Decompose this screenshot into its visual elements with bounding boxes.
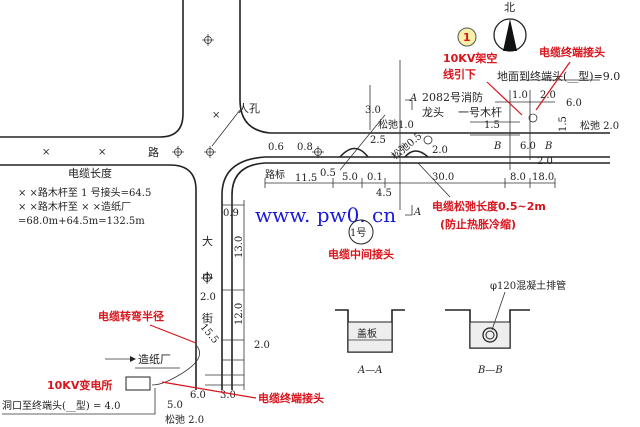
dim: 2.0 [432,145,448,156]
paper-mill-label: 造纸厂 [138,352,171,366]
section-b-b: φ120混凝土排管 B—B [445,279,566,376]
section-label: B—B [477,365,503,376]
dim: 6.0 [190,390,206,401]
dim: 2.0 [200,292,216,303]
section-mark-a: A [409,93,417,104]
pole-symbols [172,34,538,284]
hydrant-label-2: 龙头 [422,106,444,119]
pointer-line [161,381,257,399]
dimension-lines [205,60,600,386]
bend-radius-label: 电缆转弯半径 [98,309,164,323]
terminal-bottom-label: 电缆终端接头 [258,391,324,405]
pointer-line [486,81,523,116]
hydrant-label-1: 2082号消防 [422,90,483,104]
dim: 2.0 [540,90,556,101]
dim: 2.5 [370,135,386,146]
pointer-line [417,162,451,198]
hole-to-terminal: 洞口至终端头(__型) = 4.0 [2,399,120,412]
dim: 1.0 [512,90,528,101]
dim: 30.0 [432,172,454,183]
substation-label: 10KV变电所 [47,378,112,392]
ground-to-terminal: 地面到终端头(__型)=9.0 [497,69,620,83]
joint-label: 电缆中间接头 [328,247,394,261]
pole-x: × [42,147,50,158]
overhead-line-label-1: 10KV架空 [443,51,497,65]
leader-line [2,388,156,415]
dim: 2.0 [254,340,270,351]
dim: 6.0 [566,98,582,109]
cable-length-line: × ×路木杆至 1 号接头=64.5 [18,186,151,199]
street-label: 中 [202,271,213,284]
cover-plate-label: 盖板 [357,327,377,340]
dim: 0.6 [268,142,284,153]
dim: 松弛 2.0 [580,119,619,132]
dim: 8.0 [510,172,526,183]
section-label: A—A [357,365,382,376]
dim: 11.5 [295,173,317,184]
section-mark-a: A [413,207,421,218]
section-a-a: 盖板 A—A [335,309,405,376]
arrow-icon [130,356,136,362]
dim: 5.0 [342,172,358,183]
dim: 13.0 [234,236,245,258]
marker-1: 1 [463,31,471,44]
dim: 1.5 [558,116,569,132]
cable-length-line: =68.0m+64.5m=132.5m [18,216,145,227]
watermark: www. pw0. cn [255,203,396,227]
slack-note: (防止热胀冷缩) [440,217,516,231]
pole-x: × [212,110,220,121]
dim: 0.5 [320,168,336,179]
dim: 0.9 [223,208,239,219]
pipe-label: φ120混凝土排管 [490,279,566,292]
dim: 12.0 [234,303,245,325]
terminal-top-label: 电缆终端接头 [539,45,605,59]
dim: 6.0 [520,141,536,152]
pointer-line [149,324,197,344]
road-sign-label: 路标 [265,168,285,181]
dim: 松弛 2.0 [165,413,204,426]
dim: 5.0 [167,400,183,411]
dim: 松弛1.0 [378,118,414,131]
street-label: 大 [202,234,213,248]
cable-length-title: 电缆长度 [68,166,112,180]
cable-length-line: × ×路木杆至 × ×造纸厂 [18,200,131,213]
pole-x: × [98,147,106,158]
north-arrow-icon [493,18,527,52]
dim: 3.0 [220,390,236,401]
dim: 4.5 [376,188,392,199]
marker-circle [457,27,477,47]
cable-slack-loops [339,147,429,158]
section-mark-b: B [544,141,552,152]
road-label: 路 [148,146,159,159]
overhead-line-label-2: 线引下 [443,67,476,81]
dim: 2.0 [537,156,553,167]
manhole-label: 人孔 [238,102,260,115]
cable-route [151,344,201,386]
joint-circle [348,219,374,245]
dim: 3.0 [365,105,381,116]
north-label: 北 [504,1,515,14]
street-label: 街 [202,311,213,325]
dim: 0.8 [297,142,313,153]
slack-note: 电缆松弛长度0.5~2m [432,199,546,213]
substation-box [125,376,151,391]
pointer-line [211,109,241,147]
dim: 1.5 [484,120,500,131]
pointer-line [535,61,571,111]
road-outlines [0,0,610,390]
dim: 0.1 [367,172,383,183]
dim: 15.5 [198,322,221,346]
dim: 18.0 [532,172,554,183]
section-mark-b: B [493,141,501,152]
pole-1-label: 一号木杆 [458,105,502,119]
joint-number: 1号 [350,227,366,239]
